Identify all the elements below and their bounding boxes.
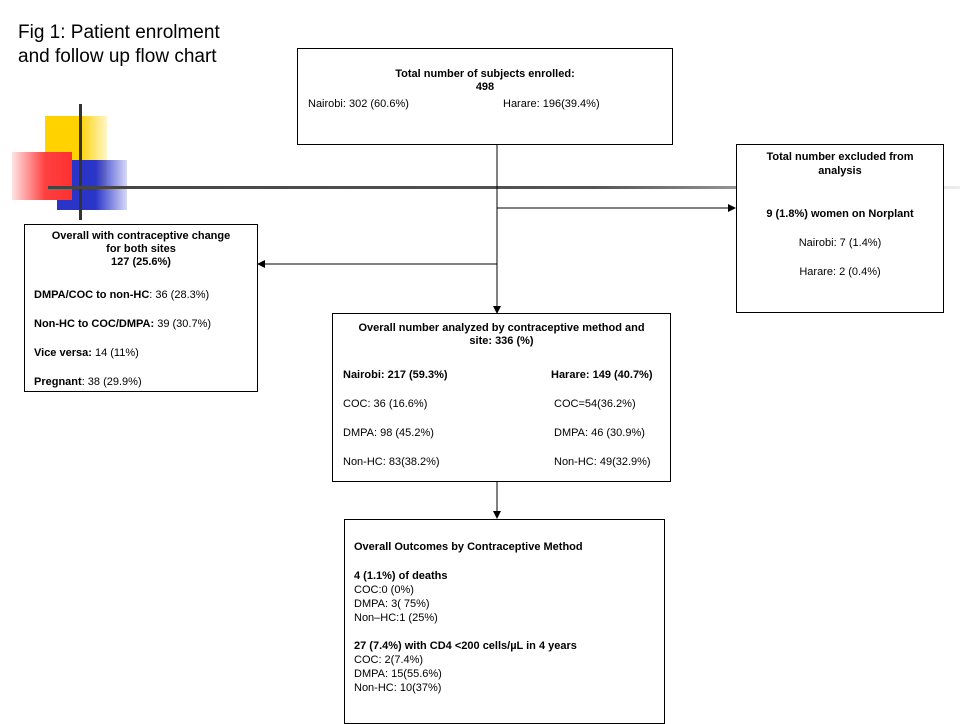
analyzed-harare-dmpa: DMPA: 46 (30.9%) [554,427,645,439]
change-total: 127 (25.6%) [111,256,171,268]
outcomes-deaths-nonhc: Non–HC:1 (25%) [354,612,438,624]
change-row-label: Pregnant [34,376,82,388]
change-row-label: Vice versa: [34,347,92,359]
decorative-horizontal-rule [48,186,960,189]
change-row: Non-HC to COC/DMPA: 39 (30.7%) [34,318,211,331]
enrolled-nairobi: Nairobi: 302 (60.6%) [308,98,409,110]
excluded-harare: Harare: 2 (0.4%) [799,266,881,278]
analyzed-heading-line2: site: 336 (%) [469,335,534,347]
change-row-label: Non-HC to COC/DMPA: [34,318,155,330]
figure-title-line1: Fig 1: Patient enrolment [18,22,220,43]
outcomes-cd4-nonhc: Non-HC: 10(37%) [354,682,442,694]
outcomes-heading: Overall Outcomes by Contraceptive Method [354,541,583,553]
enrolled-heading: Total number of subjects enrolled: [395,68,575,80]
analyzed-nairobi-coc: COC: 36 (16.6%) [343,398,428,410]
contraceptive-change-box: Overall with contraceptive change for bo… [24,224,258,392]
enrolled-box: Total number of subjects enrolled: 498 N… [297,48,673,145]
analyzed-harare-nonhc: Non-HC: 49(32.9%) [554,456,651,468]
outcomes-deaths-heading: 4 (1.1%) of deaths [354,570,448,582]
change-row-label: DMPA/COC to non-HC [34,289,150,301]
analyzed-harare-coc: COC=54(36.2%) [554,398,636,410]
excluded-heading-line1: Total number excluded from [766,151,914,163]
analyzed-nairobi-dmpa: DMPA: 98 (45.2%) [343,427,434,439]
excluded-heading-line2: analysis [818,165,862,177]
change-row-value: 14 (11%) [91,347,139,359]
change-row-value: 39 (30.7%) [154,318,212,330]
change-row: Vice versa: 14 (11%) [34,347,139,360]
change-row: Pregnant: 38 (29.9%) [34,376,142,389]
change-row-value: : 36 (28.3%) [149,289,210,301]
outcomes-cd4-coc: COC: 2(7.4%) [354,654,424,666]
decorative-red-square [12,152,72,200]
analyzed-harare-header: Harare: 149 (40.7%) [551,369,653,381]
analyzed-box: Overall number analyzed by contraceptive… [332,313,671,482]
excluded-box: Total number excluded from analysis 9 (1… [736,144,944,313]
outcomes-deaths-coc: COC:0 (0%) [354,584,414,596]
enrolled-total: 498 [475,81,495,93]
analyzed-nairobi-nonhc: Non-HC: 83(38.2%) [343,456,440,468]
figure-title-line2: and follow up flow chart [18,46,217,67]
change-heading-line1: Overall with contraceptive change [51,230,231,242]
figure-title: Fig 1: Patient enrolment and follow up f… [18,21,278,69]
analyzed-heading-line1: Overall number analyzed by contraceptive… [358,322,645,334]
change-row-value: : 38 (29.9%) [81,376,142,388]
outcomes-cd4-heading: 27 (7.4%) with CD4 <200 cells/µL in 4 ye… [354,640,577,652]
enrolled-harare: Harare: 196(39.4%) [503,98,600,110]
change-heading-line2: for both sites [106,243,176,255]
excluded-nairobi: Nairobi: 7 (1.4%) [798,237,882,249]
outcomes-cd4-dmpa: DMPA: 15(55.6%) [354,668,442,680]
change-row: DMPA/COC to non-HC: 36 (28.3%) [34,289,209,302]
analyzed-nairobi-header: Nairobi: 217 (59.3%) [343,369,448,381]
outcomes-box: Overall Outcomes by Contraceptive Method… [344,519,665,724]
outcomes-deaths-dmpa: DMPA: 3( 75%) [354,598,430,610]
decorative-vertical-bar [79,104,82,220]
excluded-norplant: 9 (1.8%) women on Norplant [766,208,914,220]
